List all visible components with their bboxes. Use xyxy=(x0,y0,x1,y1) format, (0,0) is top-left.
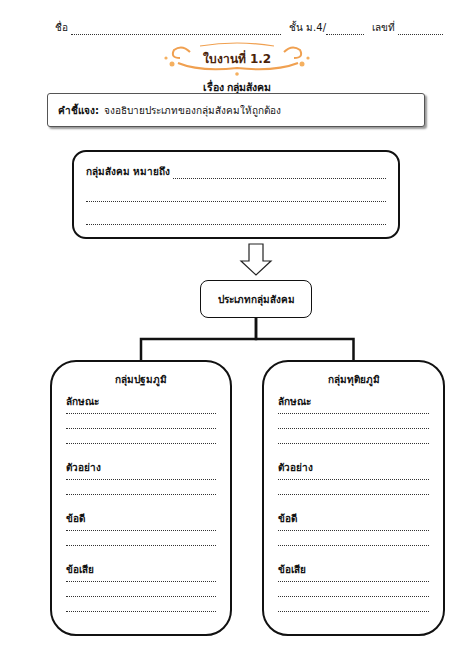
header-label: เลขที่ xyxy=(372,20,395,35)
section-label: ตัวอย่าง xyxy=(278,460,313,475)
worksheet-title: ใบงานที่ 1.2 xyxy=(199,52,275,66)
section-label: ข้อเสีย xyxy=(278,562,306,577)
fill-line xyxy=(66,494,216,495)
header-row: ชื่อ ชั้น ม.4/เลขที่ xyxy=(55,20,443,35)
definition-row: กลุ่มสังคม หมายถึง xyxy=(86,164,386,179)
header-label: ชื่อ xyxy=(55,20,68,35)
block-arrow xyxy=(241,244,271,275)
fill-line xyxy=(66,596,216,597)
orange-swirl xyxy=(173,43,301,69)
fill-line xyxy=(326,25,364,35)
instruction-box: คำชี้แจง: จงอธิบายประเภทของกลุ่มสังคมให้ถ… xyxy=(47,93,425,127)
branch-connector xyxy=(141,318,256,360)
group-title: กลุ่มทุติยภูมิ xyxy=(264,372,443,387)
group-box: กลุ่มทุติยภูมิลักษณะตัวอย่างข้อดีข้อเสีย xyxy=(262,360,445,636)
fill-line xyxy=(278,479,429,480)
fill-line xyxy=(278,545,429,546)
fill-line xyxy=(278,581,429,582)
fill-line xyxy=(173,169,386,179)
section-label: ลักษณะ xyxy=(66,394,99,409)
fill-line xyxy=(66,428,216,429)
fill-line xyxy=(278,443,429,444)
section-label: ข้อเสีย xyxy=(66,562,94,577)
type-label: ประเภทกลุ่มสังคม xyxy=(218,292,295,307)
fill-line xyxy=(86,192,386,202)
fill-line xyxy=(71,25,281,35)
fill-line xyxy=(66,581,216,582)
instruction-label: คำชี้แจง: xyxy=(58,103,99,118)
instruction-text: จงอธิบายประเภทของกลุ่มสังคมให้ถูกต้อง xyxy=(104,103,281,118)
section-label: ตัวอย่าง xyxy=(66,460,101,475)
fill-line xyxy=(66,479,216,480)
fill-line xyxy=(66,530,216,531)
fill-line xyxy=(278,611,429,612)
section-label: ข้อดี xyxy=(66,511,85,526)
title-wrap: ใบงานที่ 1.2 xyxy=(0,48,474,68)
fill-line xyxy=(66,545,216,546)
definition-box: กลุ่มสังคม หมายถึง xyxy=(72,150,400,239)
fill-line xyxy=(278,530,429,531)
type-box: ประเภทกลุ่มสังคม xyxy=(200,280,312,318)
group-box: กลุ่มปฐมภูมิลักษณะตัวอย่างข้อดีข้อเสีย xyxy=(50,360,232,636)
fill-line xyxy=(398,25,443,35)
branch-connector xyxy=(256,318,354,360)
section-label: ลักษณะ xyxy=(278,394,311,409)
fill-line xyxy=(66,443,216,444)
group-title: กลุ่มปฐมภูมิ xyxy=(52,372,230,387)
fill-line xyxy=(86,215,386,225)
header-label: ชั้น ม.4/ xyxy=(289,20,326,35)
definition-label: กลุ่มสังคม หมายถึง xyxy=(86,164,170,179)
fill-line xyxy=(278,428,429,429)
fill-line xyxy=(278,596,429,597)
fill-line xyxy=(66,611,216,612)
fill-line xyxy=(278,494,429,495)
fill-line xyxy=(66,413,216,414)
subject-heading: เรื่อง กลุ่มสังคม xyxy=(203,81,272,93)
fill-line xyxy=(278,413,429,414)
section-label: ข้อดี xyxy=(278,511,297,526)
